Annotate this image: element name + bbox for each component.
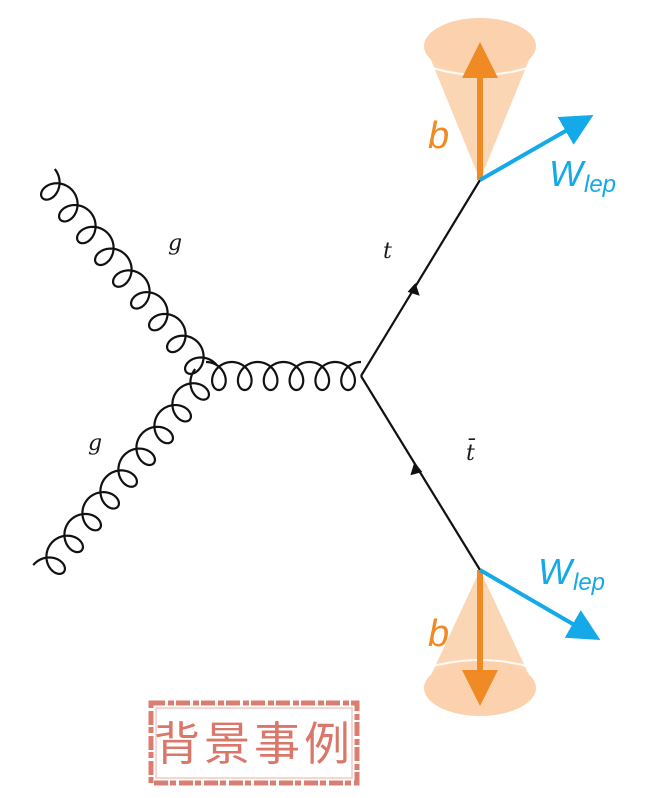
gluon-line-upper bbox=[39, 168, 218, 375]
stamp: 背景事例 bbox=[148, 700, 360, 786]
w-label-bottom-main: W bbox=[538, 551, 575, 592]
w-label-top-main: W bbox=[549, 153, 586, 194]
gluon-line-lower bbox=[32, 368, 211, 575]
top-quark-label: t bbox=[383, 239, 392, 264]
antitop-quark-arrow bbox=[410, 462, 423, 476]
w-label-top-sub: lep bbox=[584, 171, 616, 198]
gluon-line-propagator bbox=[205, 360, 362, 392]
antitop-quark-line bbox=[360, 375, 481, 571]
top-quark-line bbox=[360, 179, 481, 377]
antitop-quark-label: t̄ bbox=[466, 438, 476, 466]
top-quark-arrow bbox=[407, 283, 420, 296]
stamp-text: 背景事例 bbox=[154, 717, 354, 771]
b-label-bottom: b bbox=[428, 613, 449, 655]
gluon-lower-label: g bbox=[88, 431, 102, 456]
w-arrow-top bbox=[479, 115, 594, 182]
gluon-upper-label: g bbox=[168, 231, 182, 256]
w-label-top: Wlep bbox=[549, 153, 616, 198]
b-label-top: b bbox=[428, 115, 449, 157]
w-arrow-bottom bbox=[478, 568, 601, 641]
w-label-bottom-sub: lep bbox=[573, 569, 605, 596]
w-label-bottom: Wlep bbox=[538, 551, 605, 596]
